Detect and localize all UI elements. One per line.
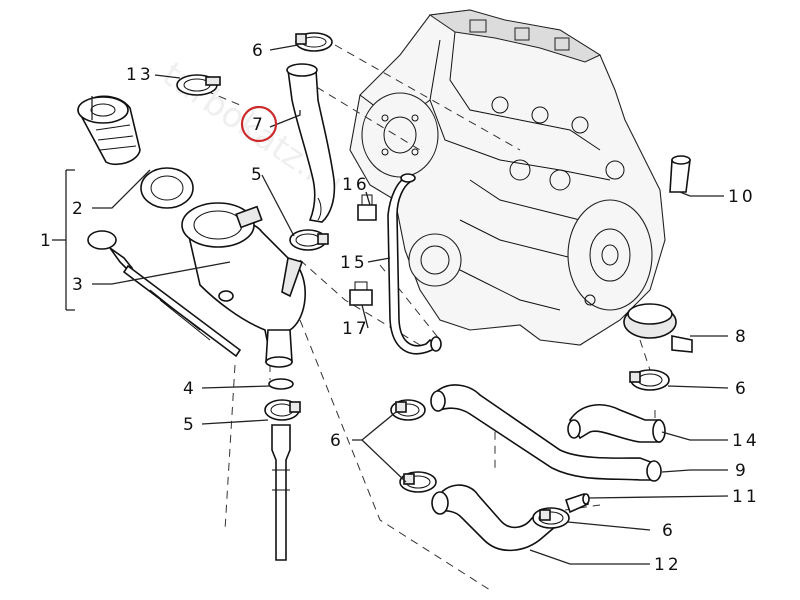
label-8[interactable]: 8 [735,327,746,347]
part-6-clamp-top[interactable] [295,32,333,52]
part-drain-tube[interactable] [271,424,291,561]
part-10-fitting[interactable] [669,155,691,193]
highlight-circle [240,105,278,143]
part-6-clamp-bottom[interactable] [532,507,570,529]
part-4-oring[interactable] [268,378,294,390]
part-17-clip[interactable] [349,281,373,306]
label-2[interactable]: 2 [72,199,83,219]
part-seal-ring[interactable] [140,167,194,209]
callout-labels: 1 2 3 4 5 5 6 6 6 6 7 8 9 10 11 12 13 14… [40,41,760,575]
leader-lines [91,44,729,565]
label-5-lower[interactable]: 5 [183,415,194,435]
part-5-clamp-lower[interactable] [264,399,301,421]
part-2-cap[interactable] [77,95,141,166]
label-1[interactable]: 1 [40,231,51,251]
label-6-top[interactable]: 6 [252,41,263,61]
part-6-clamp-right[interactable] [629,369,670,391]
part-11-nipple[interactable] [564,493,590,514]
part-3-dipstick[interactable] [87,230,242,358]
part-16-clip[interactable] [357,194,377,221]
label-15[interactable]: 15 [340,253,368,273]
bracket-1 [52,169,75,311]
label-13[interactable]: 13 [126,65,154,85]
label-5-upper[interactable]: 5 [251,165,262,185]
part-7-hose[interactable] [286,63,336,223]
part-15-pipe[interactable] [387,173,442,355]
part-12-hose[interactable] [431,484,558,552]
part-9-hose[interactable] [430,384,662,482]
part-separator-body[interactable] [181,202,306,368]
part-13-clamp[interactable] [176,74,221,96]
label-16[interactable]: 16 [342,175,370,195]
part-5-clamp-upper[interactable] [289,229,329,251]
engine-block [349,9,666,346]
label-10[interactable]: 10 [728,187,756,207]
part-6-clamp-mid-lower[interactable] [399,471,437,493]
label-6-right[interactable]: 6 [735,379,746,399]
label-12[interactable]: 12 [654,555,682,575]
label-14[interactable]: 14 [732,431,760,451]
label-3[interactable]: 3 [72,275,83,295]
part-6-clamp-mid-upper[interactable] [390,399,426,421]
label-11[interactable]: 11 [732,487,760,507]
label-4[interactable]: 4 [183,379,194,399]
label-6-middle[interactable]: 6 [330,431,341,451]
label-6-bottom[interactable]: 6 [662,521,673,541]
label-9[interactable]: 9 [735,461,746,481]
part-14-hose[interactable] [567,404,666,443]
label-7[interactable]: 7 [252,115,263,135]
label-17[interactable]: 17 [342,319,370,339]
part-8-valve[interactable] [623,303,693,353]
